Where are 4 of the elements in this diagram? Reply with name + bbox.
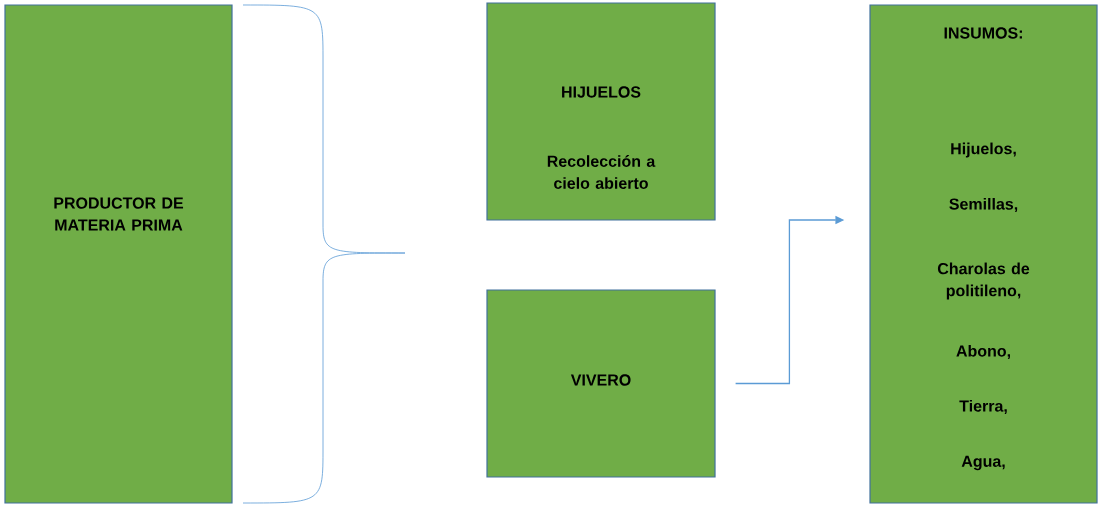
process-box: VIVERO <box>486 289 716 478</box>
process-box: INSUMOS: Hijuelos, Semillas, Charolas de politileno, Abono, Tierra, Agua, <box>869 4 1098 504</box>
process-box: HIJUELOS Recolección a cielo abierto <box>486 2 716 221</box>
process-box: PRODUCTOR DE MATERIA PRIMA <box>4 4 233 504</box>
